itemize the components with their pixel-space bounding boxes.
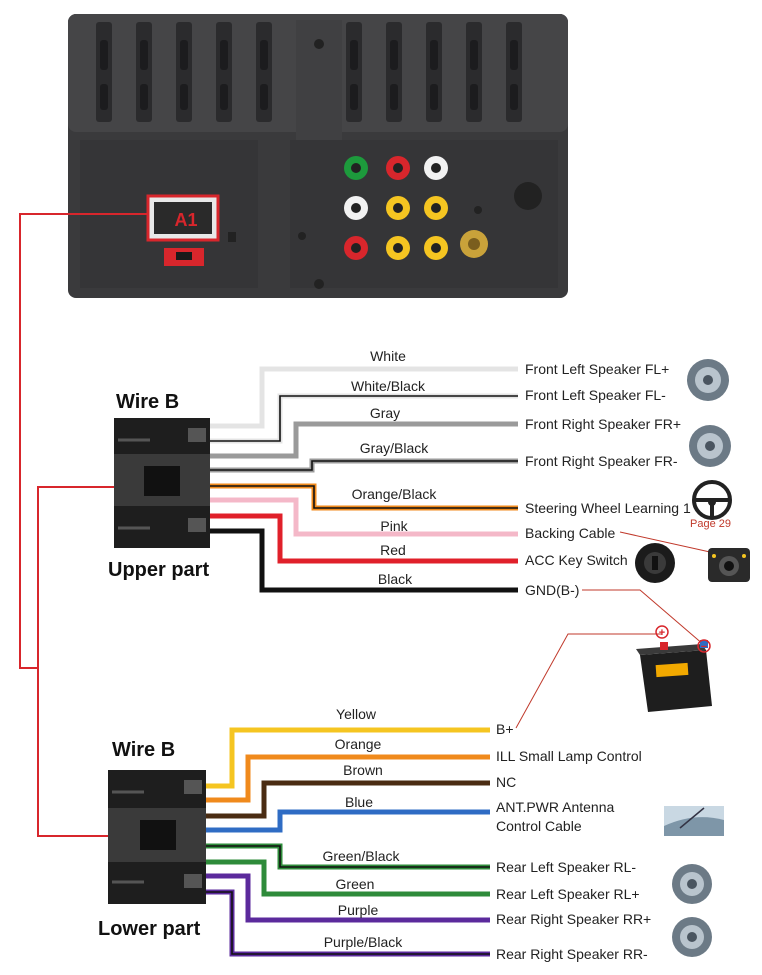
wire-color-label: Green/Black bbox=[322, 848, 400, 864]
upper-title: Wire B bbox=[116, 391, 179, 413]
wire-black bbox=[210, 528, 518, 593]
speaker-icon bbox=[687, 359, 729, 401]
wire-color-label: Brown bbox=[343, 762, 383, 778]
function-label: Front Right Speaker FR+ bbox=[525, 416, 681, 432]
function-label: Front Left Speaker FL+ bbox=[525, 361, 669, 377]
wire-color-label: Purple/Black bbox=[324, 934, 404, 950]
wire-color-label: Black bbox=[378, 571, 413, 587]
backing-camera-icon bbox=[619, 531, 750, 582]
page-reference: Page 29 bbox=[690, 518, 731, 530]
function-label: ACC Key Switch bbox=[525, 552, 628, 568]
function-label: Steering Wheel Learning 1 bbox=[525, 500, 691, 516]
function-label: Front Right Speaker FR- bbox=[525, 453, 678, 469]
steering-wheel-icon bbox=[692, 480, 732, 520]
wire-white-black bbox=[210, 393, 518, 444]
wire-yellow bbox=[206, 727, 490, 789]
a1-connector-socket: A1 bbox=[146, 194, 220, 266]
battery-minus-sign: − bbox=[701, 641, 707, 653]
head-unit-back-panel bbox=[68, 14, 568, 298]
function-label: Rear Right Speaker RR+ bbox=[496, 911, 651, 927]
wire-color-label: Orange bbox=[335, 736, 382, 752]
function-label: Rear Left Speaker RL+ bbox=[496, 886, 640, 902]
rca-jacks bbox=[344, 156, 488, 260]
battery-plus-sign: + bbox=[659, 627, 665, 639]
lower-wires bbox=[206, 727, 490, 957]
function-label: ANT.PWR Antenna bbox=[496, 799, 614, 815]
upper-wire-color-labels: White White/Black Gray Gray/Black Orange… bbox=[351, 348, 437, 587]
lower-wire-color-labels: Yellow Orange Brown Blue Green/Black Gre… bbox=[322, 706, 403, 950]
antenna-icon bbox=[664, 806, 724, 836]
wire-orange bbox=[206, 754, 490, 803]
wire-green bbox=[206, 859, 490, 897]
wire-color-label: White/Black bbox=[351, 378, 426, 394]
function-label: Backing Cable bbox=[525, 525, 615, 541]
red-harness-line bbox=[19, 213, 148, 837]
upper-connector-block bbox=[114, 418, 210, 548]
lower-title: Wire B bbox=[112, 739, 175, 761]
upper-subtitle: Upper part bbox=[108, 559, 209, 581]
speaker-icon bbox=[672, 917, 712, 957]
function-label: B+ bbox=[496, 721, 514, 737]
wire-color-label: Pink bbox=[380, 518, 408, 534]
wire-color-label: Yellow bbox=[336, 706, 377, 722]
speaker-icon bbox=[672, 864, 712, 904]
wire-white bbox=[210, 366, 518, 429]
wire-color-label: Red bbox=[380, 542, 406, 558]
wire-color-label: Green bbox=[336, 876, 375, 892]
wire-color-label: Orange/Black bbox=[352, 486, 438, 502]
battery-icon: + − bbox=[636, 625, 712, 712]
wire-brown bbox=[206, 780, 490, 819]
function-label: Rear Right Speaker RR- bbox=[496, 946, 648, 962]
lower-function-labels: B+ ILL Small Lamp Control NC ANT.PWR Ant… bbox=[496, 721, 651, 962]
a1-connector-label: A1 bbox=[174, 210, 197, 230]
function-label: Front Left Speaker FL- bbox=[525, 387, 666, 403]
function-label: NC bbox=[496, 774, 516, 790]
wire-gray-black bbox=[210, 458, 518, 473]
lower-connector-block bbox=[108, 770, 206, 904]
wire-blue bbox=[206, 809, 490, 833]
wire-color-label: Gray/Black bbox=[360, 440, 429, 456]
function-label: Control Cable bbox=[496, 818, 582, 834]
speaker-icon bbox=[689, 425, 731, 467]
wire-red bbox=[210, 513, 518, 564]
upper-function-labels: Front Left Speaker FL+ Front Left Speake… bbox=[525, 361, 691, 598]
upper-wires bbox=[210, 366, 518, 593]
wire-gray bbox=[210, 421, 518, 459]
key-switch-icon bbox=[635, 543, 675, 583]
wire-color-label: Purple bbox=[338, 902, 379, 918]
lower-subtitle: Lower part bbox=[98, 918, 201, 940]
wire-color-label: White bbox=[370, 348, 406, 364]
function-label: Rear Left Speaker RL- bbox=[496, 859, 636, 875]
wire-color-label: Blue bbox=[345, 794, 373, 810]
function-label: GND(B-) bbox=[525, 582, 579, 598]
wire-color-label: Gray bbox=[370, 405, 400, 421]
wire-purple bbox=[206, 873, 490, 923]
wire-pink bbox=[210, 497, 518, 537]
function-label: ILL Small Lamp Control bbox=[496, 748, 642, 764]
